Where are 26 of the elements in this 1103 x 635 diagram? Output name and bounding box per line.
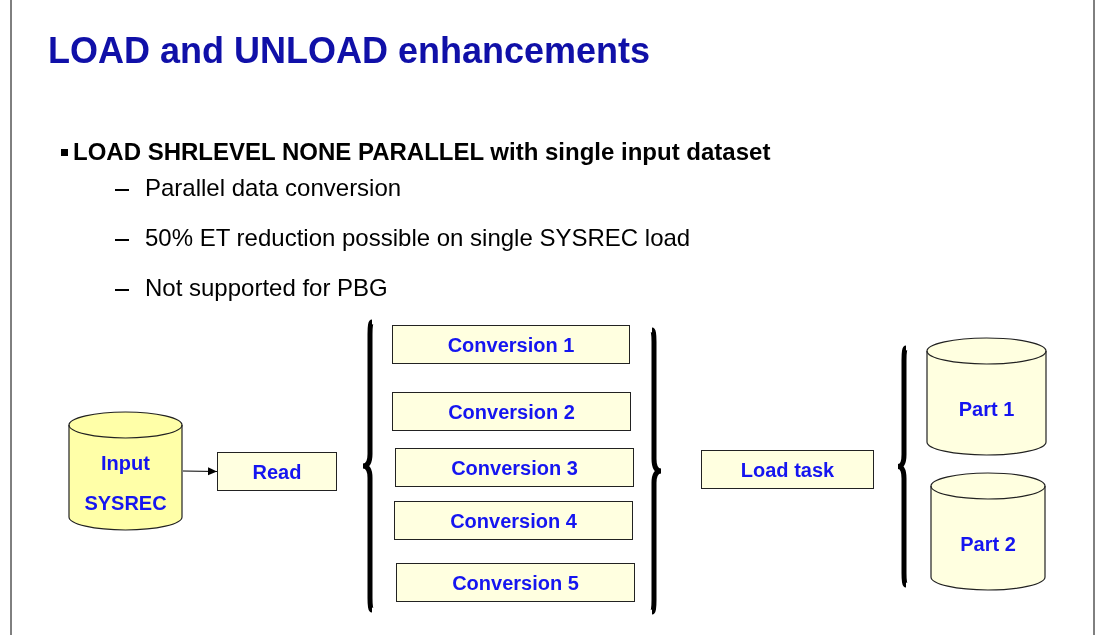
process-box	[701, 450, 874, 489]
process-box	[396, 563, 635, 602]
arrow	[182, 467, 218, 476]
process-box	[394, 501, 633, 540]
database-cylinder	[930, 472, 1046, 591]
node-label: Input SYSREC	[83, 451, 168, 516]
bullet-text: LOAD SHRLEVEL NONE PARALLEL with single input dataset	[73, 138, 771, 166]
sub-bullet-text: Parallel data conversion	[145, 174, 402, 202]
node-label: Part 1	[958, 396, 1015, 422]
process-box	[392, 392, 631, 431]
database-cylinder	[926, 337, 1047, 456]
database-cylinder	[68, 411, 183, 531]
node-label: Load task	[740, 459, 835, 480]
node-label: Conversion 5	[452, 572, 579, 593]
sub-bullet-text: 50% ET reduction possible on single SYSREC load	[145, 224, 691, 252]
process-box	[392, 325, 630, 364]
node-label: Conversion 4	[450, 510, 577, 531]
node-label: Conversion 3	[451, 457, 578, 478]
node-label: Read	[252, 461, 302, 482]
slide-title: LOAD and UNLOAD enhancements	[48, 30, 651, 72]
process-box	[217, 452, 337, 491]
process-box	[395, 448, 634, 487]
sub-bullet-text: Not supported for PBG	[145, 274, 388, 302]
node-label: Part 2	[960, 531, 1016, 557]
node-label: Conversion 1	[447, 334, 575, 355]
node-label: Conversion 2	[448, 401, 575, 422]
